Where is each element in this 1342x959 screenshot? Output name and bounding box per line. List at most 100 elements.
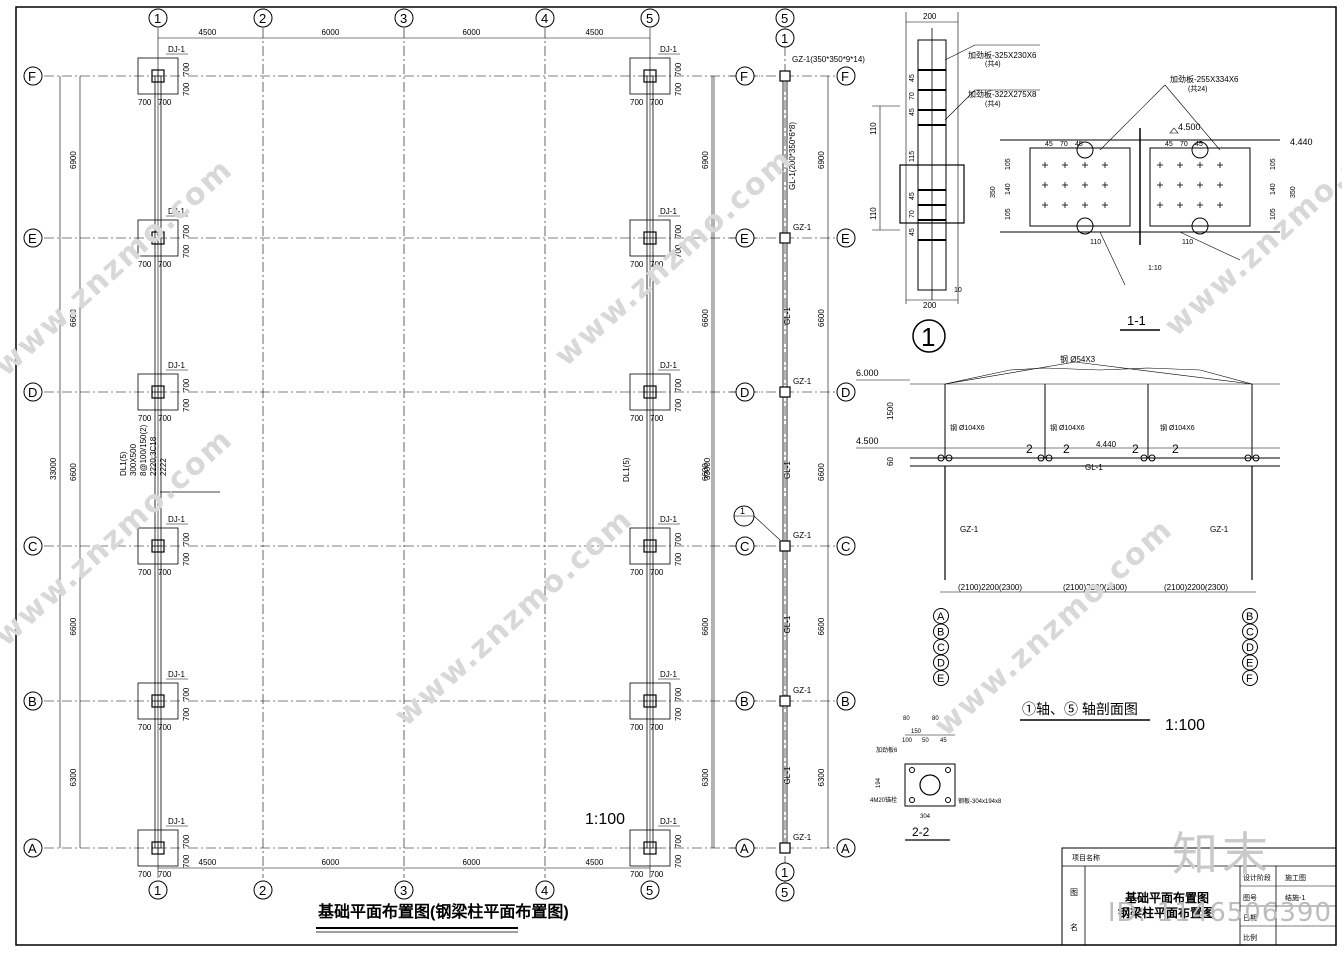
svg-text:B: B: [1246, 611, 1253, 623]
svg-text:1:10: 1:10: [1148, 265, 1162, 272]
svg-text:F: F: [1246, 673, 1253, 685]
found-dim: 700: [138, 98, 152, 107]
gz-tag: GZ-1: [793, 531, 812, 540]
svg-text:60: 60: [886, 457, 895, 466]
svg-text:加劲板-325X230X6: 加劲板-325X230X6: [968, 50, 1037, 60]
found-dim: 700: [158, 414, 172, 423]
found-dim: 700: [674, 244, 683, 258]
foundation-dj1: [629, 829, 671, 867]
svg-text:GL-1: GL-1: [1085, 463, 1103, 472]
beam-annotation-left: DL1(5) 300X500 8@100/150(2) 2220;3C18 22…: [119, 424, 168, 476]
foundation-tag: DJ-1: [168, 361, 185, 370]
svg-text:70: 70: [1180, 141, 1188, 148]
svg-text:图: 图: [1070, 888, 1078, 897]
foundation-dj1: [137, 373, 179, 411]
svg-text:B: B: [841, 694, 850, 709]
span-dim: 6000: [322, 858, 340, 867]
found-dim: 700: [674, 854, 683, 868]
svg-text:A: A: [937, 611, 945, 623]
svg-text:45: 45: [909, 192, 916, 200]
svg-text:45: 45: [909, 228, 916, 236]
foundation-tag: DJ-1: [660, 207, 677, 216]
span-dim: 4500: [586, 28, 604, 37]
axis-label: 3: [400, 883, 407, 898]
svg-text:(共24): (共24): [1188, 84, 1207, 93]
svg-text:DL1(5): DL1(5): [119, 451, 128, 476]
found-dim: 700: [650, 98, 664, 107]
svg-text:(2100)2200(2300): (2100)2200(2300): [1063, 583, 1127, 592]
svg-text:105: 105: [1270, 158, 1277, 170]
svg-text:钢 Ø54X3: 钢 Ø54X3: [1060, 354, 1096, 364]
axis-bubble: [394, 880, 414, 900]
span-dim-y: 6600: [69, 617, 78, 635]
svg-text:F: F: [740, 69, 748, 84]
axis-bubble: [23, 66, 43, 86]
gz-column: [779, 386, 791, 398]
svg-text:日期: 日期: [1243, 914, 1257, 922]
gl-tag: GL-1: [783, 766, 792, 784]
foundation-tag: DJ-1: [168, 515, 185, 524]
svg-text:B: B: [740, 694, 749, 709]
gz-column: [779, 232, 791, 244]
svg-text:200: 200: [923, 12, 937, 21]
found-dim: 700: [674, 398, 683, 412]
svg-text:10: 10: [954, 287, 962, 294]
svg-text:110: 110: [1182, 239, 1193, 246]
found-dim: 700: [158, 98, 172, 107]
foundation-tag: DJ-1: [168, 817, 185, 826]
svg-text:350: 350: [1290, 186, 1297, 198]
svg-text:110: 110: [1090, 239, 1101, 246]
foundation-dj1: [629, 527, 671, 565]
gl-tag: GL-1: [783, 461, 792, 479]
svg-text:A: A: [841, 841, 850, 856]
svg-text:6900: 6900: [817, 151, 826, 169]
svg-text:110: 110: [869, 122, 878, 135]
axis-bubble: [535, 880, 555, 900]
foundation-dj1: [137, 57, 179, 95]
beam-annotation-right: DL1(5): [622, 457, 631, 482]
svg-text:加劲板-322X275X8: 加劲板-322X275X8: [968, 89, 1037, 99]
span-dim: 4500: [199, 28, 217, 37]
elevation-scale: 1:100: [1165, 717, 1205, 734]
svg-text:4.500: 4.500: [1178, 122, 1201, 132]
foundation-dj1: [629, 682, 671, 720]
svg-text:(共4): (共4): [985, 59, 1001, 68]
found-dim: 700: [182, 82, 191, 96]
svg-text:4.440: 4.440: [1290, 137, 1313, 147]
svg-text:100: 100: [902, 738, 913, 744]
span-dim-y: 6300: [69, 768, 78, 786]
svg-text:D: D: [1246, 642, 1254, 654]
svg-text:140: 140: [1005, 183, 1012, 195]
gz-tag: GZ-1: [793, 833, 812, 842]
gl-tag-vertical: GL-1(200*350*6*8): [788, 122, 797, 190]
found-dim: 700: [630, 414, 644, 423]
axis-bubble: [23, 382, 43, 402]
found-dim: 700: [650, 260, 664, 269]
svg-text:105: 105: [1005, 158, 1012, 170]
svg-text:加劲板6: 加劲板6: [876, 746, 898, 754]
gz-column: [779, 540, 791, 552]
axis-label: 3: [400, 11, 407, 26]
svg-text:5: 5: [781, 11, 788, 26]
svg-text:1: 1: [740, 506, 745, 516]
foundation-tag: DJ-1: [660, 45, 677, 54]
axis-bubble: [253, 8, 273, 28]
found-dim: 700: [182, 532, 191, 546]
svg-text:140: 140: [1270, 183, 1277, 195]
svg-text:GZ-1: GZ-1: [960, 525, 979, 534]
svg-text:105: 105: [1005, 208, 1012, 220]
foundation-dj1: [137, 527, 179, 565]
gz-tag: GZ-1: [793, 686, 812, 695]
svg-text:F: F: [841, 69, 849, 84]
svg-text:2: 2: [1063, 442, 1070, 456]
detail-1: 200 200 110 110 45 70 45 115 45 70 45 加劲…: [869, 12, 1040, 353]
found-dim: 700: [674, 552, 683, 566]
span-dim-y: 6900: [69, 151, 78, 169]
svg-text:200: 200: [923, 301, 937, 310]
gl-tag: GL-1: [783, 307, 792, 325]
found-dim: 700: [158, 568, 172, 577]
svg-text:钢板-304x194x8: 钢板-304x194x8: [958, 797, 1002, 805]
foundation-dj1: [629, 57, 671, 95]
span-dim: 6000: [463, 28, 481, 37]
axis-bubble: [253, 880, 273, 900]
